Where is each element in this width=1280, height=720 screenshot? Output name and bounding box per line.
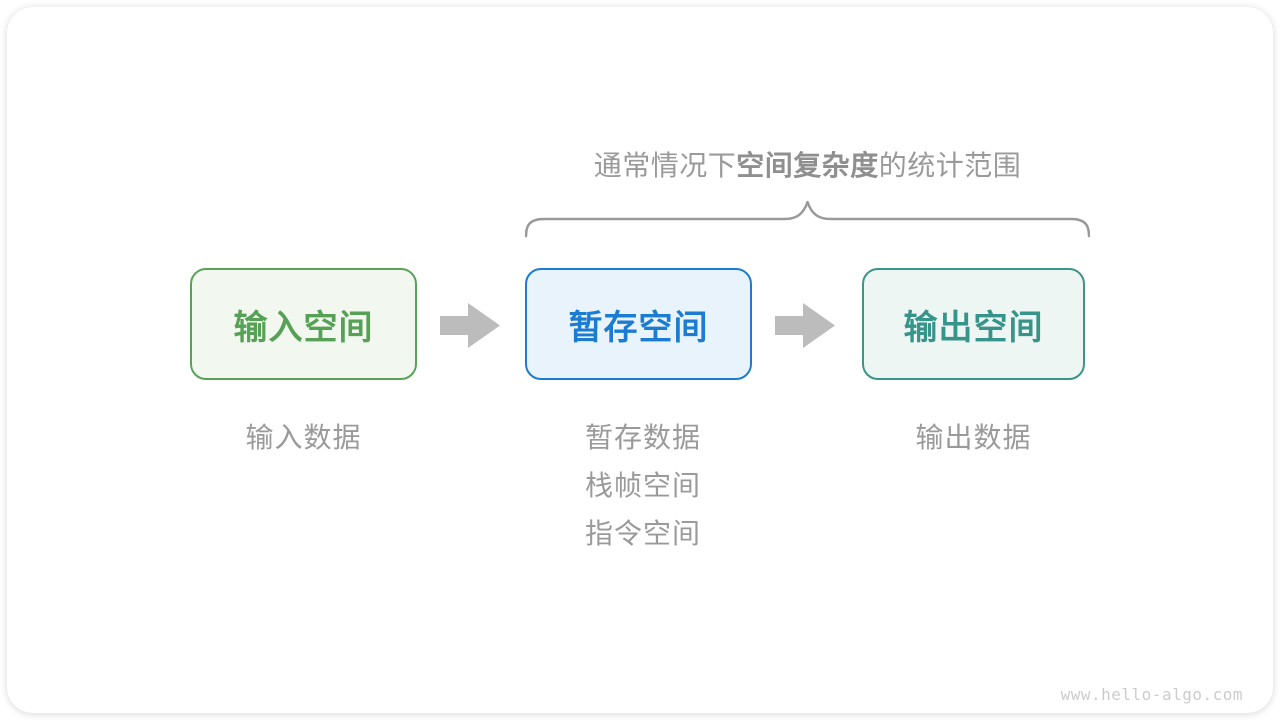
arrow-right-icon bbox=[440, 303, 500, 348]
watermark: www.hello-algo.com bbox=[1060, 685, 1243, 704]
input-space-label: 输入空间 bbox=[233, 308, 374, 347]
list-item: 栈帧空间 bbox=[585, 470, 702, 501]
temporary-space-label: 暂存空间 bbox=[568, 308, 709, 347]
output-space-label: 输出空间 bbox=[903, 308, 1044, 347]
input-space-box: 输入空间 bbox=[190, 268, 417, 380]
scope-caption-suffix: 的统计范围 bbox=[878, 150, 1022, 181]
temporary-space-box: 暂存空间 bbox=[525, 268, 752, 380]
scope-caption: 通常情况下空间复杂度的统计范围 bbox=[525, 144, 1090, 184]
scope-caption-prefix: 通常情况下 bbox=[593, 150, 737, 181]
list-item: 暂存数据 bbox=[585, 422, 702, 453]
list-item: 指令空间 bbox=[585, 518, 702, 549]
temporary-items-list: 暂存数据 栈帧空间 指令空间 bbox=[585, 414, 701, 558]
output-data-label: 输出数据 bbox=[915, 422, 1032, 453]
arrow-right-icon bbox=[775, 303, 835, 348]
scope-caption-highlight: 空间复杂度 bbox=[736, 150, 879, 181]
input-data-label: 输入数据 bbox=[245, 422, 362, 453]
output-space-box: 输出空间 bbox=[862, 268, 1085, 380]
brace-icon bbox=[524, 198, 1091, 238]
